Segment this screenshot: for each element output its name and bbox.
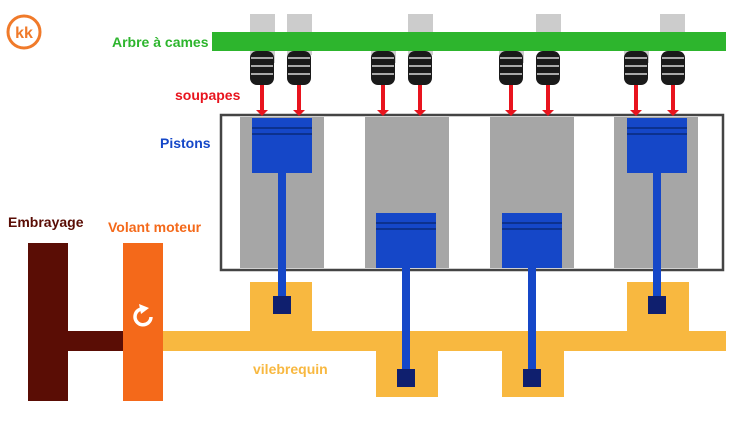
valve-stem bbox=[297, 85, 301, 111]
label-pistons: Pistons bbox=[160, 135, 211, 151]
valve-head bbox=[630, 110, 642, 116]
valve bbox=[624, 51, 648, 116]
cam-lobe bbox=[250, 14, 275, 32]
valve bbox=[287, 51, 311, 116]
flywheel bbox=[123, 243, 163, 401]
piston-crown bbox=[376, 213, 436, 268]
valve bbox=[661, 51, 685, 116]
valve-head bbox=[256, 110, 268, 116]
connecting-rod bbox=[402, 243, 410, 378]
piston-crown bbox=[252, 118, 312, 173]
piston-1 bbox=[252, 118, 312, 314]
valve-head bbox=[505, 110, 517, 116]
cam-lobe bbox=[536, 14, 561, 32]
crankshaft bbox=[160, 282, 726, 397]
valve bbox=[371, 51, 395, 116]
pistons bbox=[252, 118, 687, 387]
valve-spring bbox=[408, 51, 432, 85]
label-crankshaft: vilebrequin bbox=[253, 361, 328, 377]
valve-stem bbox=[671, 85, 675, 111]
valve-stem bbox=[509, 85, 513, 111]
valve-spring bbox=[287, 51, 311, 85]
crank-pin bbox=[648, 296, 666, 314]
piston-crown bbox=[627, 118, 687, 173]
valve-spring bbox=[536, 51, 560, 85]
valve-spring bbox=[371, 51, 395, 85]
piston-crown bbox=[502, 213, 562, 268]
flywheel-disc bbox=[123, 243, 163, 401]
connecting-rod bbox=[278, 148, 286, 305]
piston-4 bbox=[627, 118, 687, 314]
cam-lobe bbox=[408, 14, 433, 32]
piston-2 bbox=[376, 213, 436, 387]
label-valves: soupapes bbox=[175, 87, 241, 103]
clutch-shaft bbox=[68, 331, 128, 351]
connecting-rod bbox=[528, 243, 536, 378]
valve bbox=[250, 51, 274, 116]
kk-logo-icon: kk bbox=[6, 14, 42, 50]
label-flywheel: Volant moteur bbox=[108, 219, 202, 235]
valve-spring bbox=[661, 51, 685, 85]
valve-head bbox=[667, 110, 679, 116]
connecting-rod bbox=[653, 148, 661, 305]
valve-spring bbox=[624, 51, 648, 85]
logo-text: kk bbox=[15, 25, 33, 42]
valve-head bbox=[542, 110, 554, 116]
valve-spring bbox=[499, 51, 523, 85]
crank-pin bbox=[523, 369, 541, 387]
crank-pin bbox=[273, 296, 291, 314]
crank-pin bbox=[397, 369, 415, 387]
cam-lobe bbox=[660, 14, 685, 32]
camshaft-bar bbox=[212, 32, 726, 51]
label-clutch: Embrayage bbox=[8, 214, 84, 230]
valve bbox=[536, 51, 560, 116]
clutch bbox=[28, 243, 128, 401]
cam-lobe bbox=[287, 14, 312, 32]
valve-stem bbox=[381, 85, 385, 111]
valve-head bbox=[377, 110, 389, 116]
valve-head bbox=[414, 110, 426, 116]
valve-spring bbox=[250, 51, 274, 85]
valve bbox=[499, 51, 523, 116]
valve-head bbox=[293, 110, 305, 116]
valve bbox=[408, 51, 432, 116]
valve-stem bbox=[418, 85, 422, 111]
piston-3 bbox=[502, 213, 562, 387]
valve-stem bbox=[260, 85, 264, 111]
valves bbox=[250, 51, 685, 116]
rotation-arrow-icon bbox=[133, 304, 153, 327]
label-camshaft: Arbre à cames bbox=[112, 34, 209, 50]
clutch-plate bbox=[28, 243, 68, 401]
valve-stem bbox=[634, 85, 638, 111]
valve-stem bbox=[546, 85, 550, 111]
